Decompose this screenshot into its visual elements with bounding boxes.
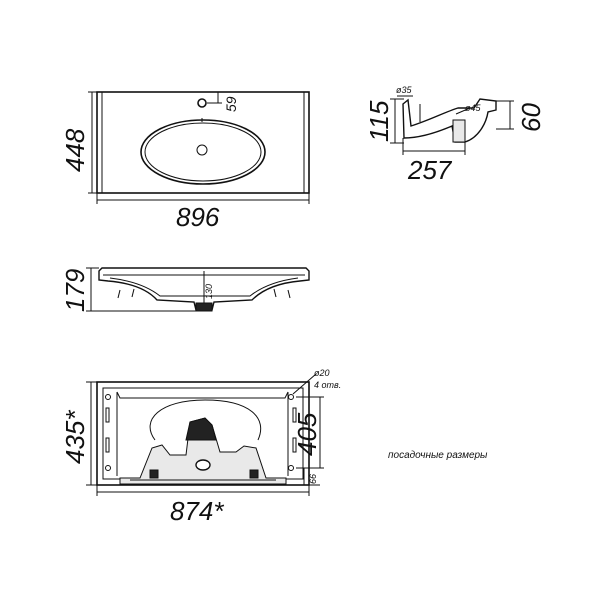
top-view: 59 448 896 bbox=[60, 91, 310, 232]
edge-offset-dim: 66 bbox=[308, 474, 318, 484]
side-width-dim: 257 bbox=[407, 155, 453, 185]
drain-hole-dim: ø45 bbox=[465, 103, 482, 113]
inner-height-dim: 130 bbox=[204, 284, 214, 299]
drain-hole-top bbox=[196, 144, 208, 156]
depth-dim: 448 bbox=[60, 128, 90, 172]
right-height-dim: 60 bbox=[516, 103, 546, 132]
width-dim: 896 bbox=[176, 202, 220, 232]
mount-hole-4 bbox=[288, 465, 294, 471]
front-view: 130 179 bbox=[60, 267, 310, 312]
bowl-top bbox=[140, 119, 266, 185]
mount-hole-2 bbox=[105, 465, 111, 471]
mount-depth-dim: 405 bbox=[292, 412, 322, 456]
bottom-view: ø20 4 отв. 405 66 435* 874* bbox=[60, 368, 341, 526]
bottom-width-dim: 874* bbox=[170, 496, 224, 526]
bottom-depth-dim: 435* bbox=[60, 410, 90, 464]
side-view: ø35 ø45 115 60 257 bbox=[364, 85, 546, 185]
tap-hole-top bbox=[197, 98, 207, 108]
hole-diameter-dim: ø20 bbox=[314, 368, 330, 378]
side-profile bbox=[402, 98, 497, 143]
mount-hole-3 bbox=[288, 394, 294, 400]
basin-outline-bottom bbox=[96, 381, 310, 486]
mount-hole-1 bbox=[105, 394, 111, 400]
hole-count-dim: 4 отв. bbox=[314, 380, 341, 390]
tap-hole-dim: ø35 bbox=[396, 85, 413, 95]
side-height-dim: 115 bbox=[364, 100, 394, 142]
mounting-note: посадочные размеры bbox=[388, 450, 488, 461]
front-height-dim: 179 bbox=[60, 269, 90, 312]
basin-outline-top bbox=[96, 91, 310, 194]
tap-offset-dim: 59 bbox=[223, 96, 239, 112]
